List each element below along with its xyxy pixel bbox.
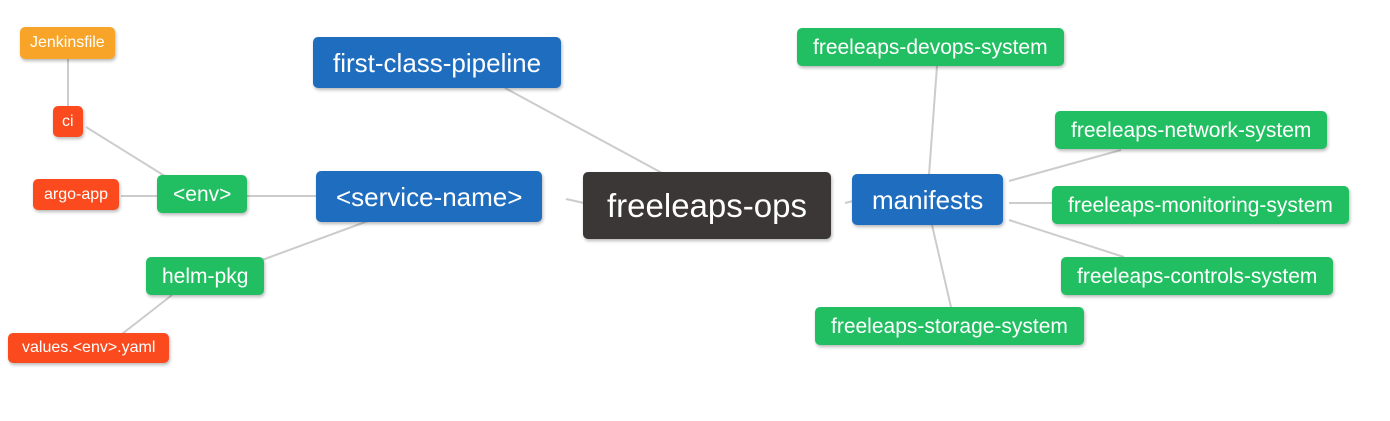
node-ci[interactable]: ci <box>53 106 83 137</box>
edge-helm-pkg-values <box>121 294 173 335</box>
node-freeleaps-ops-root[interactable]: freeleaps-ops <box>583 172 831 239</box>
edge-manifests-controls <box>1008 219 1125 258</box>
node-service-name[interactable]: <service-name> <box>316 171 543 222</box>
node-env[interactable]: <env> <box>157 175 248 213</box>
edge-manifests-network <box>1008 149 1122 182</box>
node-freeleaps-controls-system[interactable]: freeleaps-controls-system <box>1061 257 1334 295</box>
node-first-class-pipeline[interactable]: first-class-pipeline <box>313 37 562 88</box>
edge-manifests-devops <box>928 65 938 176</box>
node-freeleaps-storage-system[interactable]: freeleaps-storage-system <box>815 307 1084 345</box>
edge-ci-env <box>85 126 169 179</box>
edge-service-name-root <box>565 198 585 204</box>
node-values-env-yaml[interactable]: values.<env>.yaml <box>8 333 170 363</box>
edge-manifests-storage <box>931 224 952 308</box>
node-jenkinsfile[interactable]: Jenkinsfile <box>20 27 115 59</box>
edge-pipeline-root <box>504 87 663 174</box>
node-freeleaps-network-system[interactable]: freeleaps-network-system <box>1055 111 1328 149</box>
node-freeleaps-monitoring-system[interactable]: freeleaps-monitoring-system <box>1052 186 1349 224</box>
node-helm-pkg[interactable]: helm-pkg <box>146 257 265 295</box>
node-freeleaps-devops-system[interactable]: freeleaps-devops-system <box>797 28 1064 66</box>
node-argo-app[interactable]: argo-app <box>33 179 120 210</box>
node-manifests[interactable]: manifests <box>852 174 1004 225</box>
edge-service-name-helm-pkg <box>261 220 369 261</box>
